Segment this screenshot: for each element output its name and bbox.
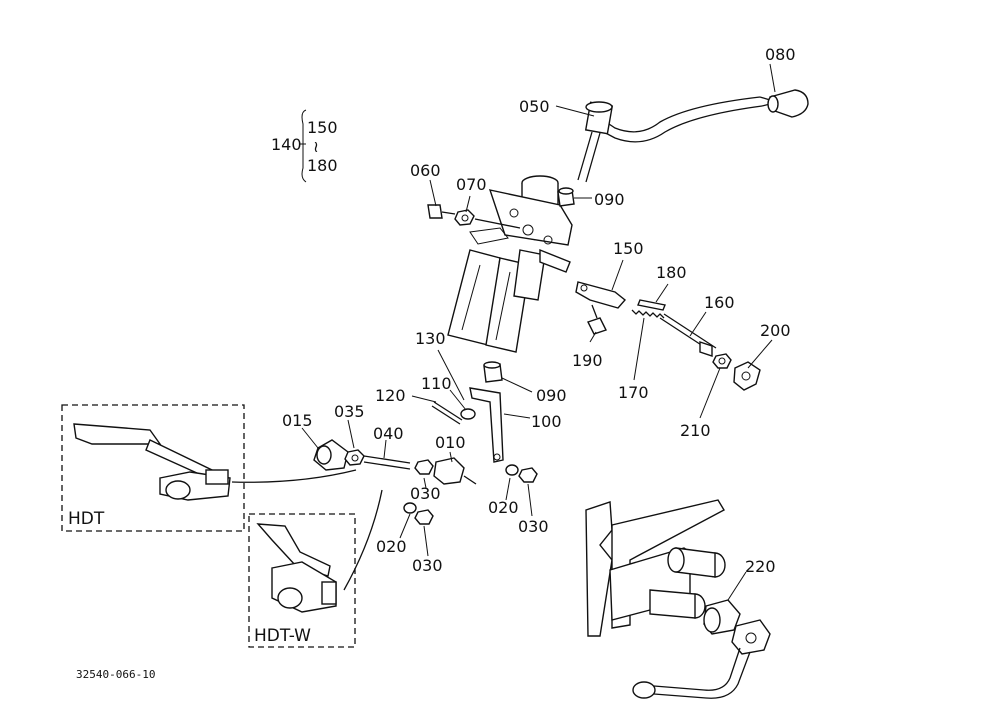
label-090-top: 090	[594, 190, 625, 209]
spring-170	[631, 309, 665, 319]
clevis-015	[313, 439, 349, 471]
hdt-label: HDT	[68, 509, 105, 529]
pin-180	[637, 299, 666, 311]
rod-160	[659, 313, 717, 357]
bushing-090-top	[557, 187, 575, 207]
range-tilde: ≀	[313, 137, 319, 156]
label-180-range-end: 180	[307, 156, 338, 175]
label-010: 010	[435, 433, 466, 452]
label-120: 120	[375, 386, 406, 405]
label-030-a: 030	[410, 484, 441, 503]
knob-200	[733, 361, 761, 391]
hdtw-label: HDT-W	[254, 626, 311, 646]
assembly-220	[585, 499, 771, 699]
label-160: 160	[704, 293, 735, 312]
label-220: 220	[745, 557, 776, 576]
label-035: 035	[334, 402, 365, 421]
label-090-lower: 090	[536, 386, 567, 405]
nut-030-a	[414, 459, 434, 475]
hdt-box	[61, 404, 245, 532]
clevis-010	[433, 457, 477, 485]
cable-hdtw	[343, 489, 383, 591]
arm-100	[469, 387, 504, 463]
label-015: 015	[282, 411, 313, 430]
label-190: 190	[572, 351, 603, 370]
washer-020-b	[505, 464, 519, 476]
hdtw-box	[248, 513, 356, 648]
label-180: 180	[656, 263, 687, 282]
bolt-060	[427, 204, 456, 219]
label-150-range-start: 150	[307, 118, 338, 137]
column-bracket	[447, 175, 573, 353]
shift-lever	[577, 96, 771, 183]
nut-035	[344, 449, 365, 466]
washer-020-a	[403, 502, 417, 514]
label-200: 200	[760, 321, 791, 340]
label-170: 170	[618, 383, 649, 402]
bolt-190	[587, 304, 607, 335]
label-100: 100	[531, 412, 562, 431]
washer-110	[460, 408, 476, 420]
label-030-b: 030	[518, 517, 549, 536]
label-210: 210	[680, 421, 711, 440]
nut-070	[454, 209, 475, 226]
label-080: 080	[765, 45, 796, 64]
label-060: 060	[410, 161, 441, 180]
link-150	[575, 281, 627, 309]
label-050: 050	[519, 97, 550, 116]
nut-030-b	[518, 467, 538, 483]
rod-040	[363, 455, 411, 470]
label-150: 150	[613, 239, 644, 258]
label-020-b: 020	[488, 498, 519, 517]
label-130: 130	[415, 329, 446, 348]
pin-120	[431, 401, 463, 425]
drawing-code: 32540-066-10	[76, 668, 155, 681]
label-070: 070	[456, 175, 487, 194]
bushing-090-lower	[483, 361, 503, 383]
label-110: 110	[421, 374, 452, 393]
label-030-c: 030	[412, 556, 443, 575]
label-040: 040	[373, 424, 404, 443]
leader-lines	[300, 63, 776, 601]
cable-hdt	[231, 469, 357, 483]
knob-080	[767, 89, 809, 118]
label-020-a: 020	[376, 537, 407, 556]
nut-030-c	[414, 509, 434, 525]
label-140: 140	[271, 135, 302, 154]
nut-210	[712, 353, 732, 369]
